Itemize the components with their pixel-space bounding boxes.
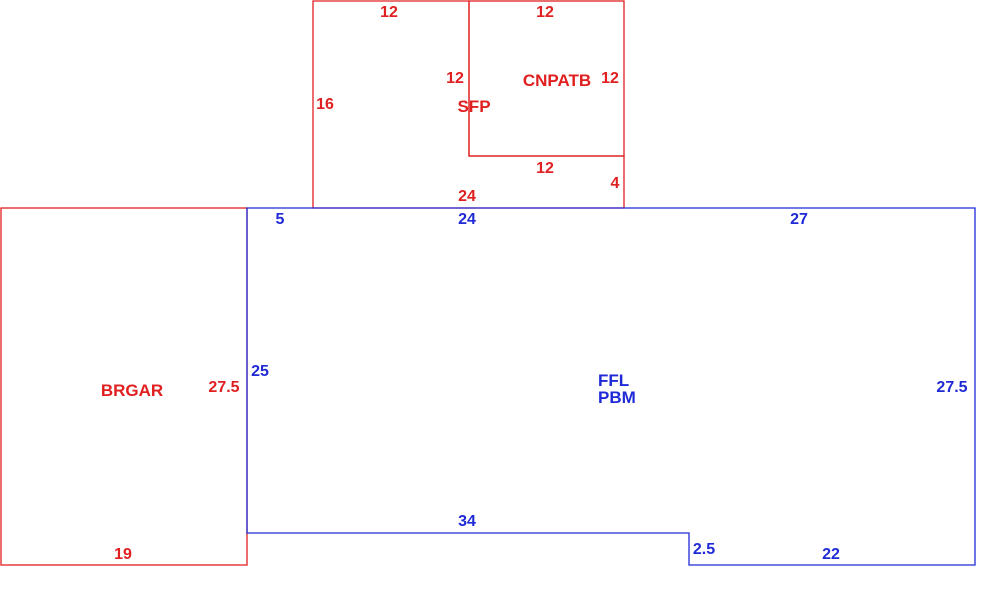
sfp-dim-right: 4	[611, 175, 620, 192]
cnpatb-dim-top: 12	[536, 4, 554, 21]
main-dim-step: 2.5	[693, 541, 715, 558]
sfp-dim-left: 16	[316, 96, 334, 113]
sfp-label: SFP	[457, 97, 490, 116]
main-dim-top-right: 27	[790, 211, 808, 228]
sfp-dim-inner-left: 12	[446, 70, 464, 87]
main-area: 5 24 27 25 FFL PBM 27.5 34 2.5 22	[246, 207, 976, 566]
main-outline	[246, 207, 976, 566]
main-label-pbm: PBM	[598, 388, 636, 407]
brgar-area: BRGAR 27.5 19	[0, 207, 248, 566]
main-dim-right: 27.5	[936, 379, 967, 396]
cnpatb-dim-bottom: 12	[536, 160, 554, 177]
cnpatb-label: CNPATB	[523, 71, 591, 90]
sfp-dim-bottom: 24	[458, 188, 476, 205]
cnpatb-dim-right: 12	[601, 70, 619, 87]
cnpatb-outline	[468, 0, 625, 157]
main-dim-top-mid: 24	[458, 211, 476, 228]
cnpatb-area: 12 CNPATB 12 12	[468, 0, 625, 177]
brgar-label: BRGAR	[101, 381, 163, 400]
main-dim-top-left: 5	[276, 211, 285, 228]
main-dim-bottom-right: 22	[822, 546, 840, 563]
sfp-dim-top: 12	[380, 4, 398, 21]
main-label-ffl: FFL	[598, 371, 629, 390]
brgar-dim-bottom: 19	[114, 546, 132, 563]
main-dim-left: 25	[251, 363, 269, 380]
main-dim-bottom-left: 34	[458, 513, 476, 530]
brgar-dim-right: 27.5	[208, 379, 239, 396]
